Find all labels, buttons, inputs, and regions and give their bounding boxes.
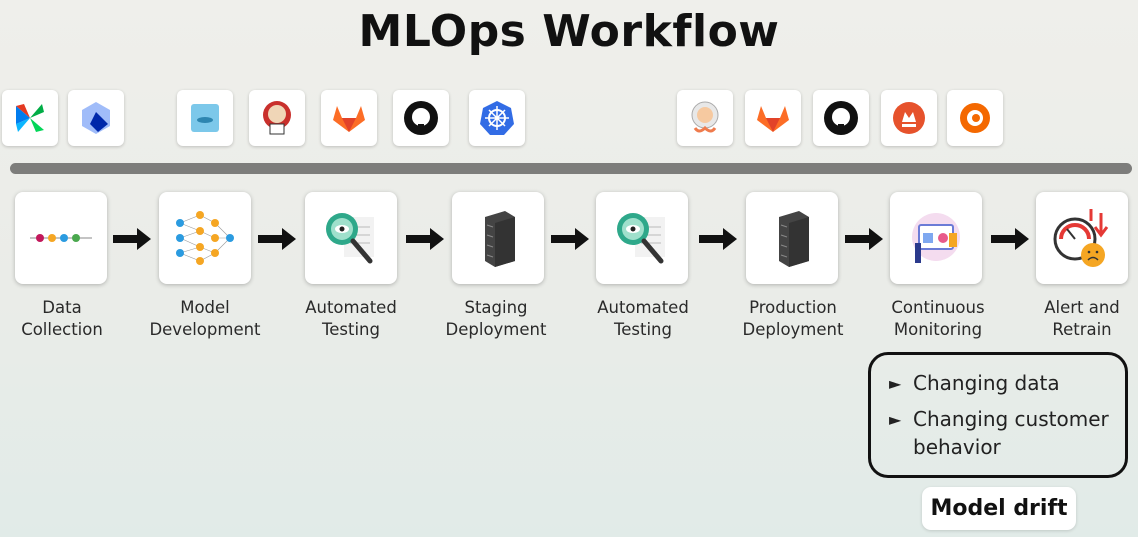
docker-icon [177, 90, 233, 146]
model-drift-label: Model drift [922, 487, 1076, 530]
gitlab-icon [321, 90, 377, 146]
arrow-right-icon [551, 228, 589, 250]
drift-cause-item: ► Changing customer [889, 407, 1109, 431]
github-icon [813, 90, 869, 146]
step-automated-testing-box [305, 192, 397, 284]
kubernetes-icon [469, 90, 525, 146]
step-production-deployment-box [746, 192, 838, 284]
arrow-right-icon [991, 228, 1029, 250]
arrow-right-icon [699, 228, 737, 250]
kubeflow-icon [68, 90, 124, 146]
data-pipeline-icon [30, 234, 92, 242]
drift-cause-text: behavior [913, 435, 1001, 459]
drift-cause-item-continued: behavior [913, 435, 1001, 459]
arrow-right-icon [845, 228, 883, 250]
magnifier-icon [617, 213, 665, 264]
timeline-bar [10, 163, 1132, 174]
server-icon [779, 211, 809, 267]
neural-network-icon [176, 211, 234, 265]
bullet-icon: ► [889, 374, 902, 393]
step-automated-testing-box [596, 192, 688, 284]
server-icon [485, 211, 515, 267]
arrow-right-icon [258, 228, 296, 250]
dashboard-icon [912, 213, 960, 263]
drift-cause-text: Changing data [913, 371, 1060, 395]
step-data-collection-box [15, 192, 107, 284]
step-continuous-monitoring-box [890, 192, 982, 284]
jenkins-icon [249, 90, 305, 146]
argo-icon [677, 90, 733, 146]
step-staging-deployment-box [452, 192, 544, 284]
drift-cause-item: ► Changing data [889, 371, 1060, 395]
gauge-alert-icon [1053, 209, 1109, 267]
gitlab-icon [745, 90, 801, 146]
github-icon [393, 90, 449, 146]
magnifier-icon [326, 213, 374, 264]
step-alert-retrain-box [1036, 192, 1128, 284]
bullet-icon: ► [889, 410, 902, 429]
arrow-right-icon [406, 228, 444, 250]
airflow-icon [2, 90, 58, 146]
arrow-right-icon [113, 228, 151, 250]
step-model-development-box [159, 192, 251, 284]
prometheus-icon [881, 90, 937, 146]
drift-causes-box: ► Changing data ► Changing customer behavi… [868, 352, 1128, 478]
page-title: MLOps Workflow [358, 6, 780, 57]
drift-cause-text: Changing customer [913, 407, 1109, 431]
grafana-icon [947, 90, 1003, 146]
